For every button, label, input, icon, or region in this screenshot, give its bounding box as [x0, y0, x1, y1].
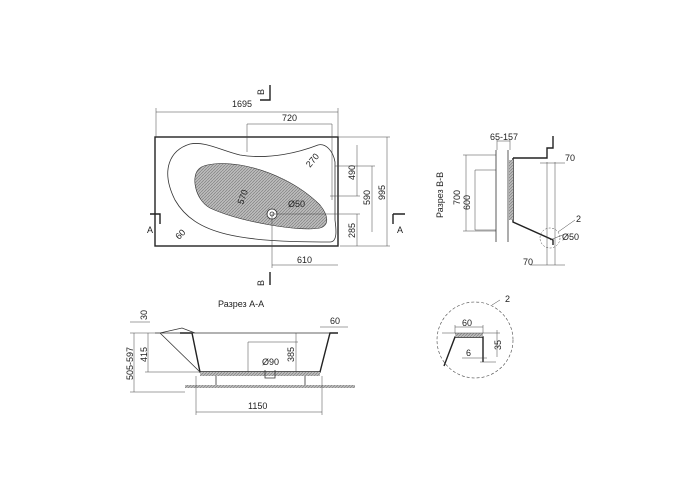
dim-385: 385	[286, 347, 296, 362]
dim-1150: 1150	[248, 401, 267, 411]
tub-outline	[154, 136, 339, 247]
dim-60-aa: 60	[330, 316, 340, 326]
dim-length: 1695	[232, 99, 252, 109]
section-a-left: A	[147, 225, 153, 235]
dim-60: 60	[173, 227, 187, 241]
tub-basin	[194, 163, 328, 230]
dim-270: 270	[304, 151, 321, 169]
detail-dim-35: 35	[493, 340, 503, 350]
dim-700: 700	[452, 190, 462, 205]
section-bb: Разрез B-B 65-157 700 600 70 70 2 Ø50	[435, 132, 581, 267]
detail-dim-60: 60	[462, 318, 472, 328]
dim-570: 570	[235, 188, 250, 206]
dim-70-top: 70	[565, 153, 575, 163]
section-bb-title: Разрез B-B	[435, 172, 445, 218]
detail-circle	[539, 227, 561, 249]
dim-inner-width: 720	[282, 113, 297, 123]
dim-610: 610	[297, 255, 312, 265]
dim-995: 995	[377, 185, 387, 200]
dim-70-bottom: 70	[523, 257, 533, 267]
dim-600: 600	[462, 195, 472, 210]
section-b-bottom: B	[256, 280, 266, 286]
dim-590: 590	[362, 190, 372, 205]
dim-65-157: 65-157	[490, 132, 518, 142]
dim-30: 30	[139, 310, 149, 320]
dim-drain: Ø50	[288, 199, 305, 209]
dim-505-597: 505-597	[125, 347, 135, 380]
section-aa-title: Разрез A-A	[218, 299, 264, 309]
dim-415: 415	[139, 347, 149, 362]
section-aa: Разрез A-A 30 505-597 415 385 Ø90 60 115…	[125, 299, 355, 415]
dim-drain-bb: Ø50	[562, 232, 579, 242]
detail-2: 2 60 35 6	[436, 294, 514, 379]
section-a-right: A	[397, 225, 403, 235]
section-b-top: B	[256, 89, 266, 95]
detail-dim-6: 6	[466, 348, 471, 358]
top-view: 1695 720 490 590 995 285 270 570 Ø50 60 …	[147, 85, 405, 286]
dim-90: Ø90	[262, 357, 279, 367]
dim-490: 490	[347, 165, 357, 180]
dim-285: 285	[347, 223, 357, 238]
detail-ref: 2	[576, 214, 581, 224]
detail-ref-label: 2	[505, 294, 510, 304]
tub-rim-inner	[167, 143, 337, 243]
